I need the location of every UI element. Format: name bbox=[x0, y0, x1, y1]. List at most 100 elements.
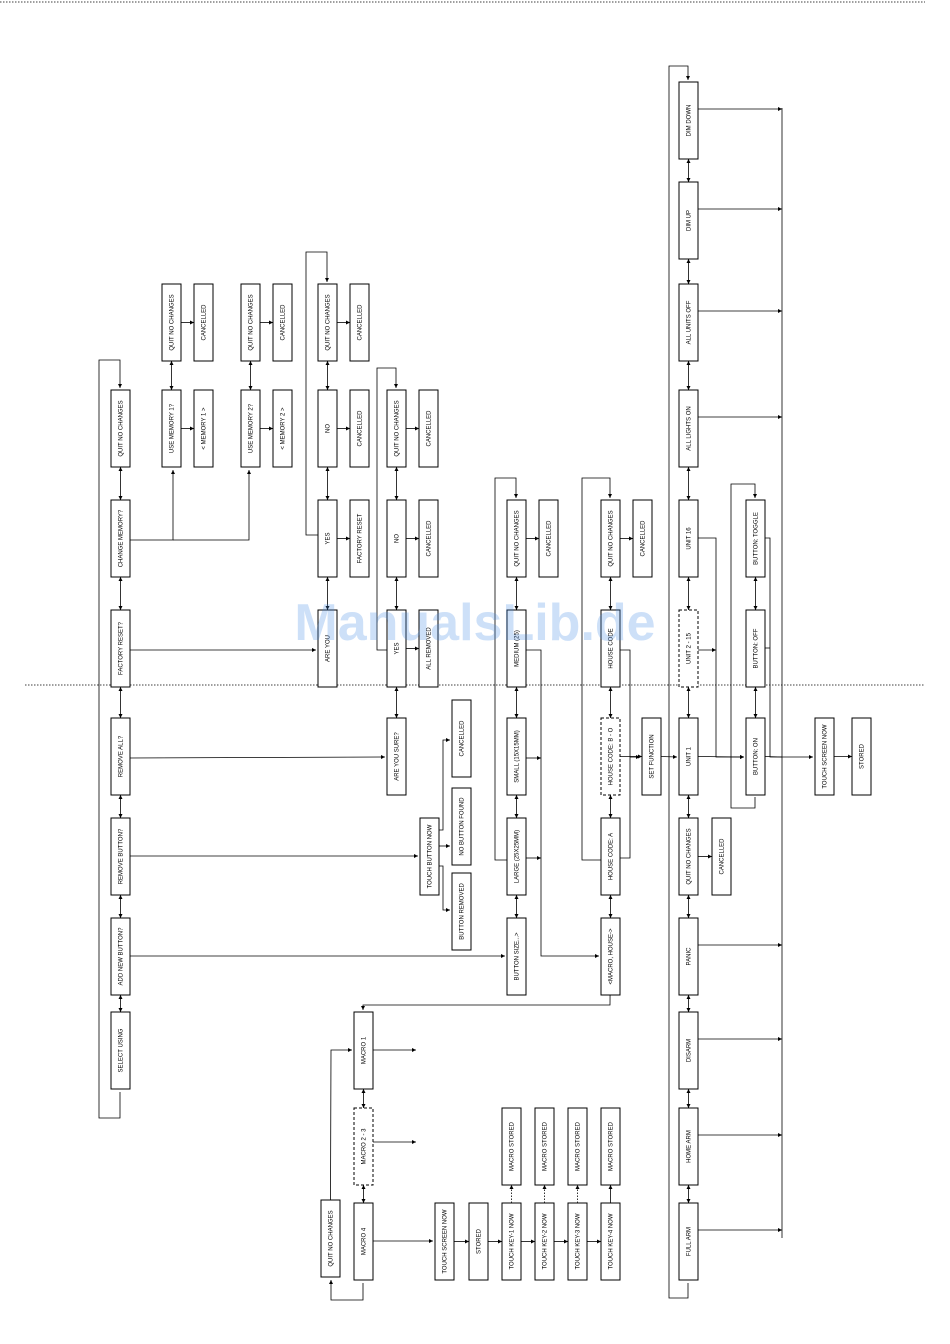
node-box bbox=[349, 283, 370, 362]
connector bbox=[305, 251, 329, 536]
node-label: TOUCH KEY-1 NOW bbox=[510, 1213, 516, 1269]
node-n20: CANCELLED bbox=[349, 283, 370, 362]
node-label: PANIC bbox=[687, 947, 693, 966]
node-n22: FACTORY RESET bbox=[349, 499, 370, 578]
node-label: LARGE (25X25MM) bbox=[515, 830, 521, 883]
node-n47: DIM DOWN bbox=[678, 81, 699, 160]
node-n28: CANCELLED bbox=[418, 499, 439, 578]
node-box bbox=[418, 499, 439, 578]
node-n34: QUIT NO CHANGES bbox=[506, 499, 527, 578]
node-label: MACRO STORED bbox=[510, 1121, 516, 1171]
node-box bbox=[641, 717, 662, 796]
node-label: BUTTON: TOGGLE bbox=[754, 512, 760, 565]
node-n39: CANCELLED bbox=[538, 499, 559, 578]
node-box bbox=[272, 389, 293, 468]
node-n29: ALL REMOVED bbox=[418, 609, 439, 688]
node-label: SMALL (15X15MM) bbox=[515, 730, 521, 782]
connector bbox=[730, 483, 757, 809]
node-label: MACRO STORED bbox=[609, 1121, 615, 1171]
node-box bbox=[110, 499, 131, 578]
node-label: STORED bbox=[477, 1228, 483, 1254]
node-box bbox=[386, 499, 407, 578]
node-n27: CANCELLED bbox=[418, 389, 439, 468]
node-n56: DISARM bbox=[678, 1011, 699, 1090]
node-label: DIM UP bbox=[687, 210, 693, 231]
node-box bbox=[353, 1011, 374, 1090]
node-label: BUTTON: OFF bbox=[754, 628, 760, 668]
node-label: QUIT NO CHANGES bbox=[170, 294, 176, 350]
node-n58: FULL ARM bbox=[678, 1202, 699, 1281]
node-n26: ARE YOU SURE? bbox=[386, 717, 407, 796]
node-n45: CANCELLED bbox=[632, 499, 653, 578]
connector bbox=[361, 917, 611, 1010]
node-label: YES bbox=[395, 642, 401, 654]
node-label: TOUCH BUTTON NOW bbox=[428, 824, 434, 888]
node-label: CANCELLED bbox=[358, 304, 364, 341]
node-box bbox=[506, 817, 527, 896]
node-n16: QUIT NO CHANGES bbox=[317, 283, 338, 362]
node-box bbox=[193, 389, 214, 468]
connector bbox=[764, 756, 783, 758]
node-label: BUTTON SIZE...> bbox=[515, 932, 521, 981]
node-box bbox=[418, 609, 439, 688]
node-box bbox=[567, 1202, 588, 1281]
node-n3: FACTORY RESET? bbox=[110, 609, 131, 688]
node-label: CANCELLED bbox=[547, 520, 553, 557]
node-box bbox=[506, 609, 527, 688]
node-box bbox=[110, 389, 131, 468]
node-label: QUIT NO CHANGES bbox=[119, 400, 125, 456]
node-box bbox=[161, 283, 182, 362]
node-label: BUTTON REMOVED bbox=[460, 883, 466, 940]
node-box bbox=[678, 499, 699, 578]
node-n9: USE MEMORY 1? bbox=[161, 389, 182, 468]
node-label: MACRO 2 - 3 bbox=[362, 1128, 368, 1165]
node-box bbox=[678, 389, 699, 468]
node-n77: MACRO STORED bbox=[600, 1107, 621, 1186]
connector bbox=[129, 755, 386, 760]
node-label: < MEMORY 2 > bbox=[281, 407, 287, 450]
node-label: TOUCH SCREEN NOW bbox=[823, 724, 829, 789]
connector bbox=[765, 537, 782, 758]
node-box bbox=[451, 872, 472, 951]
node-box bbox=[745, 609, 766, 688]
node-box bbox=[386, 389, 407, 468]
node-box bbox=[468, 1202, 489, 1281]
node-box bbox=[161, 389, 182, 468]
node-label: QUIT NO CHANGES bbox=[687, 828, 693, 884]
node-box bbox=[193, 283, 214, 362]
node-label: ALL UNITS OFF bbox=[687, 300, 693, 344]
node-n23: QUIT NO CHANGES bbox=[386, 389, 407, 468]
connector bbox=[494, 477, 518, 861]
node-n31: CANCELLED bbox=[451, 699, 472, 778]
node-box bbox=[600, 817, 621, 896]
node-label: QUIT NO CHANGES bbox=[609, 510, 615, 566]
node-n54: QUIT NO CHANGES bbox=[678, 817, 699, 896]
node-label: CANCELLED bbox=[358, 410, 364, 447]
node-n30: TOUCH BUTTON NOW bbox=[419, 817, 440, 896]
node-n60: BUTTON: TOGGLE bbox=[745, 499, 766, 578]
node-n32: NO BUTTON FOUND bbox=[451, 787, 472, 866]
node-box bbox=[678, 609, 699, 688]
node-box bbox=[678, 917, 699, 996]
node-label: ARE YOU bbox=[326, 635, 332, 662]
node-box bbox=[600, 499, 621, 578]
connector bbox=[698, 537, 744, 759]
node-n78: TOUCH KEY-4 NOW bbox=[600, 1202, 621, 1281]
node-label: TOUCH KEY-3 NOW bbox=[576, 1213, 582, 1269]
node-box bbox=[506, 917, 527, 996]
node-box bbox=[501, 1202, 522, 1281]
node-box bbox=[317, 499, 338, 578]
node-label: UNIT 1 bbox=[687, 746, 693, 766]
node-box bbox=[678, 1202, 699, 1281]
node-label: STORED bbox=[860, 743, 866, 769]
node-label: TOUCH SCREEN NOW bbox=[443, 1209, 449, 1274]
connector bbox=[620, 649, 631, 859]
node-box bbox=[678, 1011, 699, 1090]
node-n73: MACRO STORED bbox=[534, 1107, 555, 1186]
node-box bbox=[851, 717, 872, 796]
node-box bbox=[745, 717, 766, 796]
node-box bbox=[353, 1202, 374, 1281]
node-box bbox=[600, 609, 621, 688]
node-n6: ADD NEW BUTTON? bbox=[110, 917, 131, 996]
node-n76: TOUCH KEY-3 NOW bbox=[567, 1202, 588, 1281]
